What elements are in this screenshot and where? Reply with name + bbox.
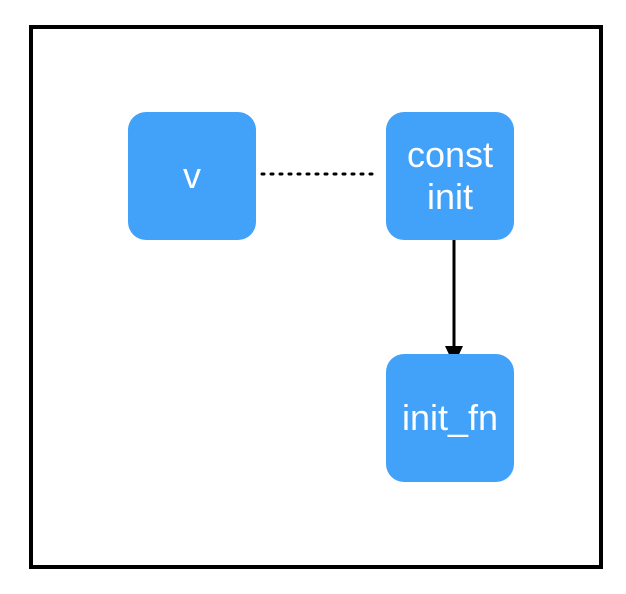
node-init-fn[interactable]: init_fn [386, 354, 514, 482]
node-v[interactable]: v [128, 112, 256, 240]
diagram-frame [29, 25, 603, 569]
node-const-init[interactable]: const init [386, 112, 514, 240]
